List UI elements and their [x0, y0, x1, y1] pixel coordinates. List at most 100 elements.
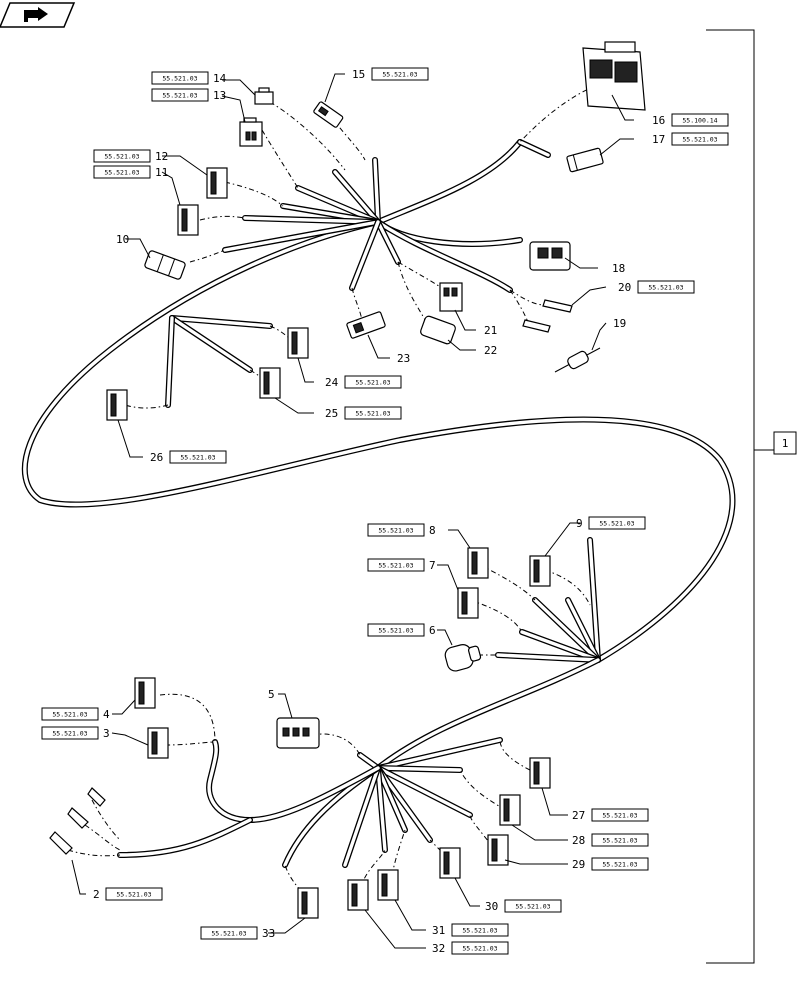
reference-box: [588, 516, 646, 530]
label-item-21[interactable]: 21: [484, 324, 497, 337]
item-number: 22: [484, 344, 497, 357]
reference-code: 55.521.03: [52, 711, 87, 719]
item-number: 32: [432, 942, 445, 955]
connector-8: [467, 547, 489, 579]
connector-29: [487, 834, 509, 866]
back-arrow-icon[interactable]: [0, 2, 76, 28]
label-item-9[interactable]: 9 55.521.03: [576, 516, 646, 530]
reference-code: 55.521.03: [104, 169, 139, 177]
connector-21: [439, 282, 463, 312]
item-number: 17: [652, 133, 665, 146]
connector-10: [144, 250, 186, 280]
item-number: 11: [155, 166, 168, 179]
item-number: 20: [618, 281, 631, 294]
reference-code: 55.521.03: [52, 730, 87, 738]
harness-wires: [21, 139, 736, 868]
reference-box: [367, 523, 425, 537]
label-item-8[interactable]: 855.521.03: [367, 523, 436, 537]
connector-23: [346, 311, 386, 339]
label-item-19[interactable]: 19: [613, 317, 626, 330]
connector-27: [529, 757, 551, 789]
label-item-3[interactable]: 3 55.521.03: [41, 726, 110, 740]
reference-box: [151, 88, 209, 102]
item-number: 12: [155, 150, 168, 163]
item-number: 21: [484, 324, 497, 337]
main-harness-bracket: 1: [706, 29, 797, 964]
connector-9: [529, 555, 551, 587]
reference-code: 55.521.03: [602, 812, 637, 820]
reference-code: 55.521.03: [211, 930, 246, 938]
reference-code: 55.521.03: [162, 75, 197, 83]
main-item-number: 1: [782, 437, 789, 450]
reference-code: 55.521.03: [382, 71, 417, 79]
reference-code: 55.521.03: [355, 410, 390, 418]
label-item-11[interactable]: 11 55.521.03: [93, 165, 168, 179]
label-item-22[interactable]: 22: [484, 344, 497, 357]
reference-code: 55.521.03: [599, 520, 634, 528]
item-number: 3: [103, 727, 110, 740]
connector-11: [177, 204, 199, 236]
connector-19: [554, 347, 601, 373]
item-number: 8: [429, 524, 436, 537]
reference-code: 55.521.03: [378, 562, 413, 570]
item-number: 4: [103, 708, 110, 721]
label-item-5[interactable]: 5: [268, 688, 275, 701]
connector-7: [457, 587, 479, 619]
reference-code: 55.521.03: [378, 627, 413, 635]
reference-code: 55.521.03: [602, 861, 637, 869]
reference-box: [367, 558, 425, 572]
connector-33: [297, 887, 319, 919]
label-item-33[interactable]: 33 55.521.03: [200, 926, 275, 940]
reference-code: 55.521.03: [602, 837, 637, 845]
reference-box: [367, 623, 425, 637]
reference-box: [671, 113, 729, 127]
reference-box: [151, 71, 209, 85]
item-number: 13: [213, 89, 226, 102]
reference-code: 55.521.03: [682, 136, 717, 144]
item-number: 33: [262, 927, 275, 940]
item-number: 9: [576, 517, 583, 530]
connector-25: [259, 367, 281, 399]
item-number: 26: [150, 451, 163, 464]
label-item-6[interactable]: 6 55.521.03: [367, 623, 436, 637]
reference-code: 55.521.03: [648, 284, 683, 292]
label-item-4[interactable]: 4 55.521.03: [41, 707, 110, 721]
connector-4: [134, 677, 156, 709]
connector-24: [287, 327, 309, 359]
label-item-17[interactable]: 17 55.521.03: [652, 132, 729, 146]
connector-17: [566, 147, 604, 173]
label-item-23[interactable]: 23: [397, 352, 410, 365]
reference-box: [41, 707, 99, 721]
label-item-7[interactable]: 755.521.03: [367, 558, 436, 572]
reference-box: [671, 132, 729, 146]
item-number: 31: [432, 924, 445, 937]
label-item-18[interactable]: 18: [612, 262, 625, 275]
reference-box: [344, 406, 402, 420]
label-item-10[interactable]: 10: [116, 233, 129, 246]
item-number: 5: [268, 688, 275, 701]
reference-code: 55.100.14: [682, 117, 717, 125]
item-number: 23: [397, 352, 410, 365]
connector-22: [420, 315, 456, 345]
item-number: 6: [429, 624, 436, 637]
reference-box: [637, 280, 695, 294]
label-item-20[interactable]: 20 55.521.03: [618, 280, 695, 294]
reference-box: [93, 149, 151, 163]
reference-box: [504, 899, 562, 913]
